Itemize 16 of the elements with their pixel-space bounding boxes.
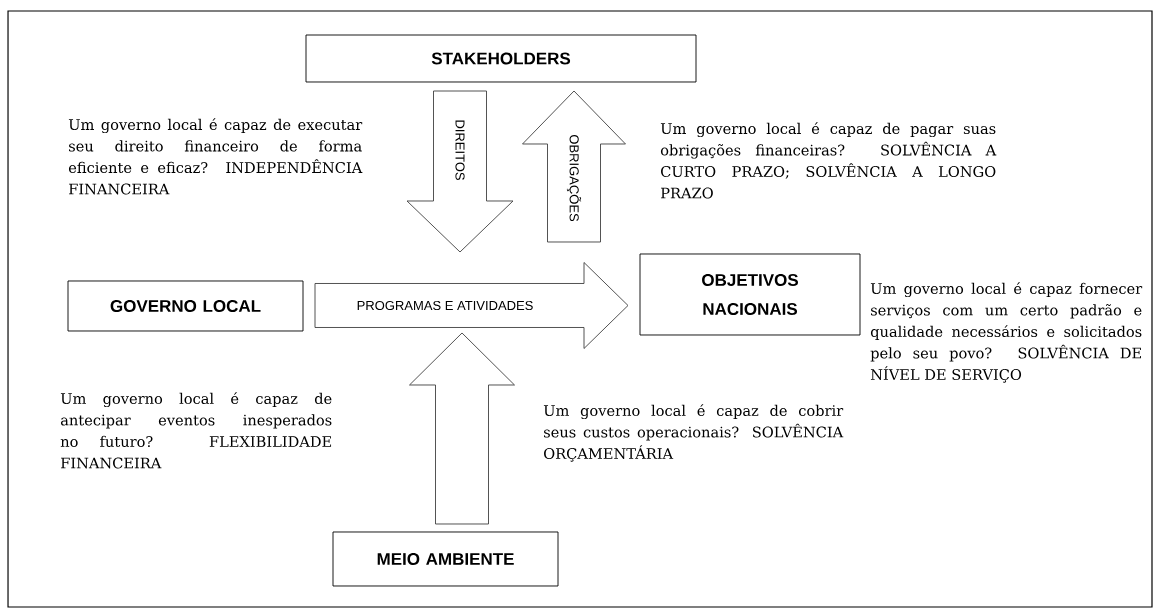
block-arrow	[406, 90, 514, 253]
paragraph-text: Um governo local é capaz de cobrir seus custos operacionais? SOLVÊNCIA ORÇAMENTÁRIA	[543, 404, 844, 462]
title-box: MEIO AMBIENTE	[332, 531, 559, 587]
paragraph-text: Um governo local é capaz de executar seu direito financeiro de forma eficiente e eficaz? INDEPENDÊNCIA FINANCEIRA	[68, 118, 363, 195]
block-arrow	[409, 332, 515, 525]
title-box: GOVERNO LOCAL	[67, 280, 304, 332]
paragraph-text: Um governo local é capaz de antecipar eventos inesperados no futuro? FLEXIBILIDADE FINANCEIRA	[60, 392, 332, 469]
paragraph-text: Um governo local é capaz de pagar suas obrigações financeiras? SOLVÊNCIA A CURTO PRAZO; SOLVÊNCIA A LONGO PRAZO	[660, 122, 997, 199]
block-arrow	[522, 90, 626, 243]
block-arrow	[314, 262, 629, 349]
edge-label: PROGRAMAS E ATIVIDADES	[357, 300, 533, 311]
title-box: OBJETIVOS NACIONAIS	[639, 253, 861, 336]
paragraph-text: Um governo local é capaz fornecer serviços com um certo padrão e qualidade necessários e solicitados pelo seu povo? SOLVÊNCIA DE NÍVEL DE SERVIÇO	[870, 282, 1143, 383]
title-box: STAKEHOLDERS	[305, 34, 697, 83]
edge-label: DIREITOS	[455, 120, 465, 180]
edge-label: OBRIGAÇÕES	[566, 134, 582, 222]
